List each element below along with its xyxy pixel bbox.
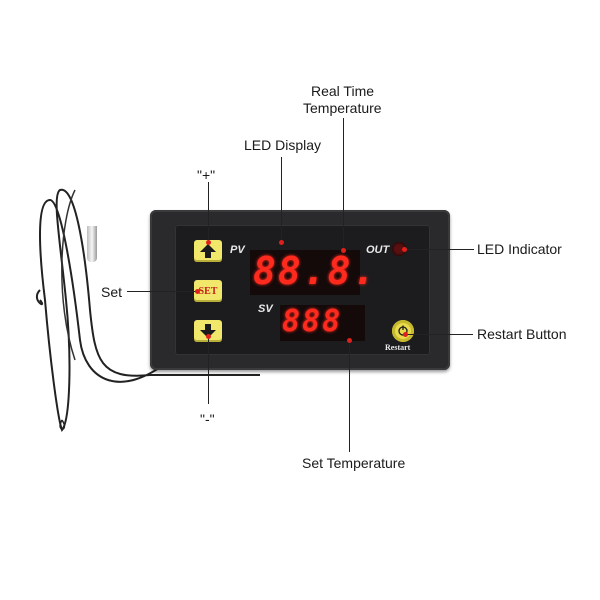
- set-label: Set: [101, 284, 123, 300]
- restart-leader-line: [405, 334, 473, 335]
- set-button[interactable]: SET: [194, 280, 222, 302]
- temperature-probe-icon: [87, 226, 97, 262]
- pv-reading: 88.8.: [253, 249, 378, 293]
- led-indicator-label: LED Indicator: [477, 241, 562, 257]
- set-marker: [195, 289, 200, 294]
- minus-label: "-": [200, 411, 215, 427]
- restart-marker: [403, 332, 408, 337]
- minus-button[interactable]: [194, 320, 222, 342]
- led-display-marker: [279, 240, 284, 245]
- sv-reading: 888: [282, 304, 343, 339]
- pv-tag: PV: [230, 244, 245, 256]
- minus-marker: [206, 334, 211, 339]
- restart-label: Restart: [385, 343, 411, 352]
- real-time-marker: [341, 248, 346, 253]
- real-time-label-line2: Temperature: [303, 100, 382, 116]
- led-display-label: LED Display: [244, 137, 322, 153]
- set-temperature-marker: [347, 338, 352, 343]
- set-temperature-label: Set Temperature: [302, 455, 406, 471]
- plus-label: "+": [197, 167, 216, 183]
- minus-leader-line: [208, 336, 209, 404]
- led-indicator: [392, 242, 406, 256]
- restart-button-label: Restart Button: [477, 326, 567, 342]
- real-time-label-line1: Real Time: [311, 83, 375, 99]
- plus-button[interactable]: [194, 240, 222, 262]
- sv-display: [280, 305, 365, 341]
- out-tag: OUT: [366, 244, 390, 256]
- plus-marker: [206, 240, 211, 245]
- set-leader-line: [127, 291, 197, 292]
- led-indicator-marker: [402, 247, 407, 252]
- pv-display: [250, 250, 360, 295]
- power-icon: [398, 325, 408, 336]
- up-arrow-icon: [200, 244, 216, 258]
- sv-tag: SV: [258, 303, 273, 315]
- real-time-leader-line: [343, 118, 344, 250]
- set-button-label: SET: [198, 285, 218, 297]
- led-display-leader-line: [281, 157, 282, 242]
- plus-leader-line: [208, 182, 209, 242]
- restart-button[interactable]: [392, 320, 414, 342]
- down-arrow-icon: [200, 324, 216, 338]
- set-temperature-leader-line: [349, 340, 350, 452]
- led-indicator-leader-line: [404, 249, 474, 250]
